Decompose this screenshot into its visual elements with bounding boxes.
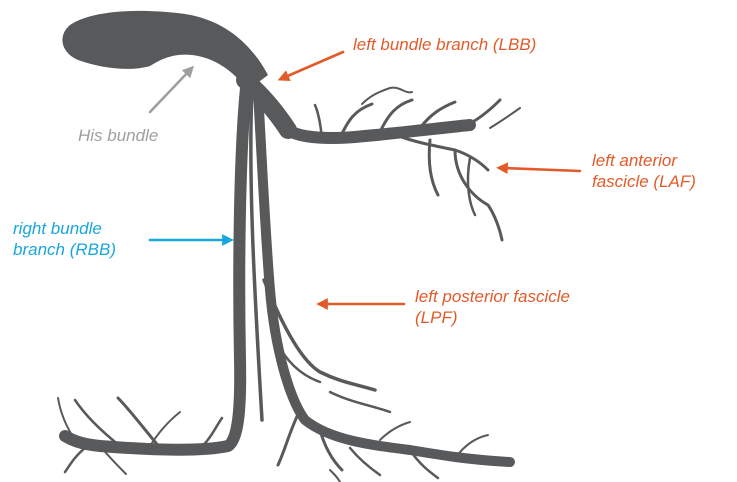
his-bundle-arrow	[150, 70, 190, 112]
laf-label-line2: fascicle (LAF)	[592, 171, 696, 192]
rbb-label-line2: branch (RBB)	[13, 239, 116, 260]
laf-label-line1: left anterior	[592, 150, 696, 171]
his-bundle-label: His bundle	[78, 125, 158, 146]
laf-arrow	[502, 168, 580, 171]
lpf-label-line2: (LPF)	[415, 307, 570, 328]
rbb-label-line1: right bundle	[13, 218, 116, 239]
lbb-arrow	[283, 52, 343, 78]
label-arrows	[150, 52, 580, 304]
his-bundle-label-text: His bundle	[78, 125, 158, 146]
lbb-label: left bundle branch (LBB)	[353, 34, 536, 55]
laf-label: left anterior fascicle (LAF)	[592, 150, 696, 192]
lpf-label: left posterior fascicle (LPF)	[415, 286, 570, 328]
lbb-label-text: left bundle branch (LBB)	[353, 34, 536, 55]
rbb-label: right bundle branch (RBB)	[13, 218, 116, 260]
lpf-label-line1: left posterior fascicle	[415, 286, 570, 307]
